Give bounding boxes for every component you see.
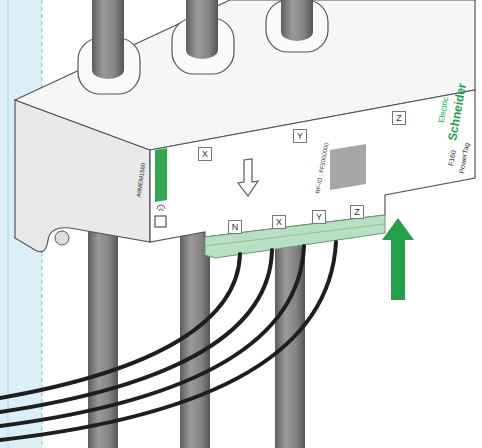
connector-plug — [205, 215, 385, 258]
panel-edge — [8, 0, 9, 448]
terminal-letter: X — [202, 150, 208, 159]
qr-label — [330, 144, 366, 190]
wireless-icon — [157, 205, 165, 211]
terminal-letter: Z — [354, 208, 360, 217]
terminal-box: Y — [293, 129, 307, 143]
terminal-box: Y — [312, 210, 326, 224]
housing-front — [150, 90, 475, 242]
terminal-letter: N — [232, 223, 239, 232]
wire — [0, 242, 336, 440]
terminal-box: Z — [392, 111, 406, 125]
test-button — [155, 216, 166, 227]
clip — [55, 231, 69, 245]
terminal-box: X — [198, 147, 212, 161]
direction-arrow — [238, 159, 258, 196]
terminal-letter: Y — [297, 132, 303, 141]
terminal-box: Z — [350, 205, 364, 219]
cable — [92, 0, 313, 79]
terminal-letter: Z — [396, 114, 402, 123]
terminal-letter: Y — [316, 213, 322, 222]
cable-hole — [78, 0, 328, 94]
terminal-letter: X — [276, 218, 282, 227]
status-stripe — [155, 148, 167, 202]
terminal-box: N — [228, 220, 242, 234]
insert-arrow — [382, 218, 414, 300]
terminal-box: X — [272, 215, 286, 229]
